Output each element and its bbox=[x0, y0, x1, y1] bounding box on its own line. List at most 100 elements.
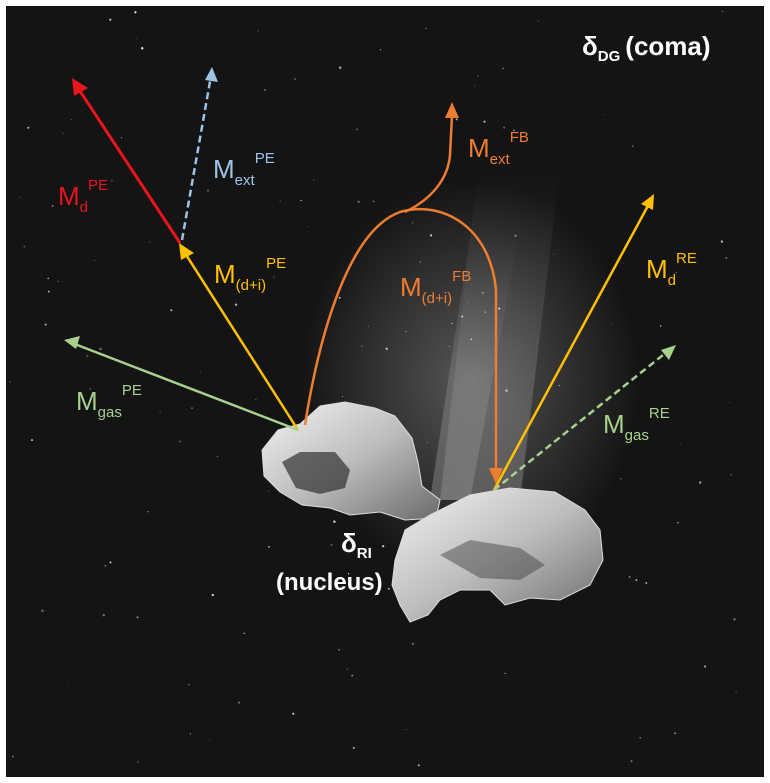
star bbox=[109, 18, 112, 21]
star bbox=[189, 733, 192, 735]
star bbox=[725, 257, 728, 259]
star bbox=[243, 632, 246, 635]
star bbox=[99, 347, 102, 351]
star bbox=[500, 15, 502, 17]
label-mgas-re: MgasRE bbox=[603, 405, 670, 444]
star bbox=[137, 761, 139, 763]
star bbox=[735, 691, 737, 693]
star bbox=[330, 543, 333, 546]
nucleus-shadow-2 bbox=[440, 540, 545, 580]
label-mext-fb: MextFB bbox=[468, 129, 529, 168]
star bbox=[504, 672, 506, 675]
star bbox=[338, 66, 342, 69]
star bbox=[188, 683, 190, 686]
star bbox=[477, 75, 479, 77]
star bbox=[674, 732, 676, 735]
star bbox=[27, 126, 30, 129]
star bbox=[111, 179, 113, 182]
star bbox=[721, 10, 724, 13]
nucleus-big-lobe bbox=[391, 487, 604, 623]
star bbox=[216, 456, 218, 458]
star bbox=[411, 642, 414, 645]
star bbox=[268, 546, 270, 548]
arrow-mext-fb bbox=[404, 102, 459, 214]
star bbox=[257, 30, 259, 32]
star bbox=[502, 67, 504, 70]
star bbox=[677, 521, 679, 524]
star bbox=[199, 371, 201, 373]
star bbox=[238, 701, 241, 704]
label-nucleus-symbol: δRI bbox=[341, 528, 372, 562]
star bbox=[120, 137, 123, 139]
star bbox=[294, 78, 296, 80]
star bbox=[379, 49, 382, 51]
star bbox=[352, 746, 355, 750]
star bbox=[147, 511, 149, 513]
star bbox=[234, 303, 238, 306]
star bbox=[720, 240, 724, 243]
star bbox=[699, 481, 702, 484]
arrow-md-pe bbox=[72, 78, 182, 244]
star bbox=[417, 764, 420, 767]
label-md-re: MdRE bbox=[646, 250, 697, 289]
star bbox=[191, 407, 193, 410]
star bbox=[351, 674, 354, 677]
star bbox=[211, 593, 214, 597]
star bbox=[347, 573, 350, 575]
label-mgas-pe: MgasPE bbox=[76, 382, 142, 421]
star bbox=[89, 388, 92, 390]
star bbox=[307, 226, 309, 228]
star bbox=[483, 120, 486, 123]
star bbox=[268, 490, 270, 492]
star bbox=[333, 520, 336, 523]
star bbox=[503, 126, 506, 129]
star bbox=[216, 278, 218, 280]
star bbox=[729, 402, 731, 403]
star bbox=[680, 443, 682, 445]
star bbox=[47, 290, 50, 293]
star bbox=[11, 755, 14, 758]
star bbox=[357, 200, 360, 203]
star bbox=[230, 771, 232, 773]
star bbox=[602, 113, 604, 115]
star bbox=[312, 179, 315, 182]
star bbox=[9, 380, 11, 383]
label-mdi-fb: M(d+i)FB bbox=[400, 268, 471, 307]
star bbox=[179, 440, 181, 443]
star bbox=[372, 200, 375, 202]
star bbox=[704, 665, 707, 668]
arrow-mext-pe bbox=[180, 67, 218, 241]
star bbox=[346, 668, 349, 670]
label-mdi-pe: M(d+i)PE bbox=[214, 255, 286, 294]
label-nucleus-text: (nucleus) bbox=[276, 569, 383, 596]
star bbox=[356, 128, 358, 131]
star bbox=[639, 737, 641, 739]
arrow-md-re bbox=[492, 194, 654, 491]
star bbox=[645, 582, 648, 584]
star bbox=[102, 613, 106, 617]
star bbox=[513, 129, 515, 132]
star bbox=[209, 739, 211, 741]
star bbox=[67, 681, 69, 683]
star bbox=[630, 760, 633, 763]
star bbox=[730, 474, 732, 476]
star bbox=[733, 618, 736, 621]
star bbox=[387, 587, 390, 590]
star bbox=[104, 564, 107, 567]
arrow-mdi-pe bbox=[179, 243, 300, 431]
star bbox=[675, 272, 677, 274]
star bbox=[41, 609, 44, 613]
star bbox=[19, 196, 21, 198]
star bbox=[455, 118, 458, 121]
star bbox=[44, 323, 47, 326]
label-coma: δDG(coma) bbox=[582, 31, 711, 65]
star bbox=[136, 38, 137, 39]
star bbox=[47, 277, 49, 280]
star bbox=[23, 245, 26, 248]
star bbox=[94, 259, 95, 261]
star bbox=[620, 477, 622, 480]
arrow-mdi-fb bbox=[303, 207, 503, 484]
star bbox=[159, 411, 161, 414]
star bbox=[425, 27, 427, 30]
